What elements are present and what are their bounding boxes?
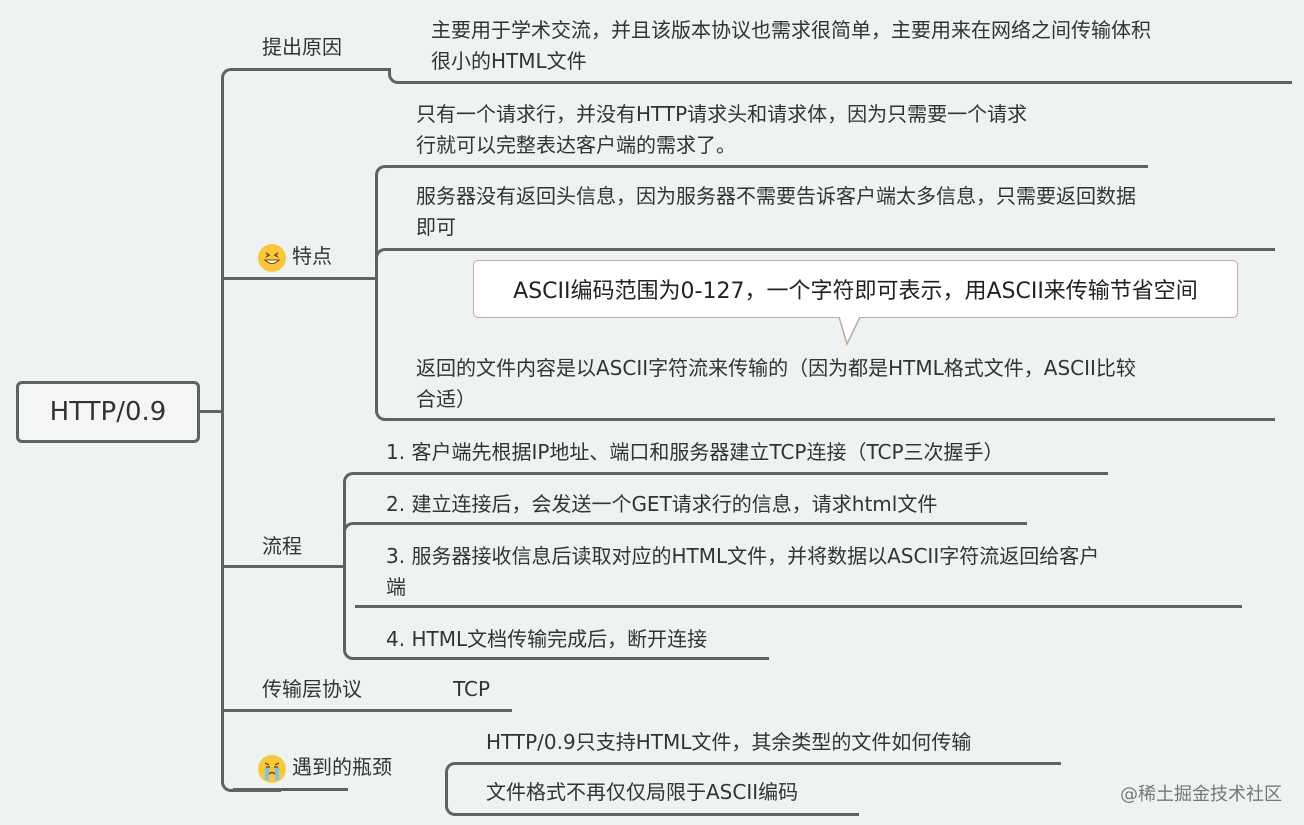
transport-underline — [221, 709, 512, 712]
callout-text: ASCII编码范围为0-127，一个字符即可表示，用ASCII来传输节省空间 — [513, 279, 1198, 304]
ascii-callout: ASCII编码范围为0-127，一个字符即可表示，用ASCII来传输节省空间 — [473, 260, 1238, 318]
branch-bottleneck-label[interactable]: 遇到的瓶颈 — [258, 752, 392, 783]
process-elbow-top — [343, 472, 363, 488]
features-item2-line1: 服务器没有返回头信息，因为服务器不需要告诉客户端太多信息，只需要返回数据 — [416, 184, 1136, 208]
process-step-4: 4. HTML文档传输完成后，断开连接 — [386, 627, 708, 651]
features-underline — [221, 277, 377, 280]
trunk-line — [221, 80, 224, 780]
trunk-top-elbow — [221, 68, 391, 82]
bottleneck-item1-underline — [455, 762, 1061, 765]
root-connector — [200, 410, 222, 413]
branch-features-label[interactable]: 特点 — [258, 241, 332, 272]
watermark: @稀土掘金技术社区 — [1120, 784, 1282, 805]
process-step-1: 1. 客户端先根据IP地址、端口和服务器建立TCP连接（TCP三次握手） — [386, 440, 1004, 464]
process-step-3-line1: 3. 服务器接收信息后读取对应的HTML文件，并将数据以ASCII字符流返回给客… — [386, 544, 1100, 568]
process-step2-elbow — [343, 522, 363, 538]
features-vline — [375, 250, 378, 410]
crying-emoji-icon — [258, 754, 286, 783]
grinning-squint-emoji-icon — [258, 243, 286, 272]
process-step1-underline — [355, 472, 1108, 475]
features-elbow-top — [375, 165, 395, 285]
process-vline — [343, 484, 346, 650]
features-item2-underline — [385, 248, 1275, 251]
bottleneck-item2-underline — [455, 813, 859, 816]
bottleneck-underline — [233, 788, 348, 791]
reason-item-line2: 很小的HTML文件 — [431, 49, 587, 73]
features-item1-underline — [385, 165, 1148, 168]
bottleneck-item-2: 文件格式不再仅仅局限于ASCII编码 — [486, 780, 799, 804]
process-step4-underline — [355, 657, 769, 660]
bottleneck-vline — [445, 774, 448, 804]
features-item1-line2: 行就可以完整表达客户端的需求了。 — [416, 133, 736, 157]
bottleneck-item-1: HTTP/0.9只支持HTML文件，其余类型的文件如何传输 — [486, 730, 972, 754]
process-step-2: 2. 建立连接后，会发送一个GET请求行的信息，请求html文件 — [386, 492, 938, 516]
process-step2-underline — [355, 522, 1027, 525]
root-node[interactable]: HTTP/0.9 — [16, 381, 200, 443]
features-item3-line2: 合适） — [416, 387, 476, 411]
bottleneck-label-text: 遇到的瓶颈 — [292, 755, 392, 779]
branch-transport-label[interactable]: 传输层协议 — [262, 677, 362, 701]
callout-pointer — [838, 316, 861, 347]
features-item3-line1: 返回的文件内容是以ASCII字符流来传输的（因为都是HTML格式文件，ASCII… — [416, 356, 1136, 380]
process-step-3-line2: 端 — [386, 575, 406, 599]
transport-value: TCP — [453, 677, 491, 701]
process-step3-underline — [355, 605, 1242, 608]
features-item2-line2: 即可 — [416, 215, 456, 239]
features-item1-line1: 只有一个请求行，并没有HTTP请求头和请求体，因为只需要一个请求 — [416, 102, 1028, 126]
branch-process-label[interactable]: 流程 — [262, 534, 302, 558]
process-elbow-bottom — [343, 644, 363, 660]
reason-underline — [400, 81, 1292, 84]
features-label-text: 特点 — [292, 244, 332, 268]
branch-reason-label[interactable]: 提出原因 — [262, 35, 342, 59]
root-label: HTTP/0.9 — [49, 397, 167, 427]
process-underline — [221, 565, 346, 568]
reason-item-line1: 主要用于学术交流，并且该版本协议也需求很简单，主要用来在网络之间传输体积 — [431, 18, 1151, 42]
features-item3-underline — [385, 418, 1275, 421]
reason-elbow — [388, 68, 408, 84]
